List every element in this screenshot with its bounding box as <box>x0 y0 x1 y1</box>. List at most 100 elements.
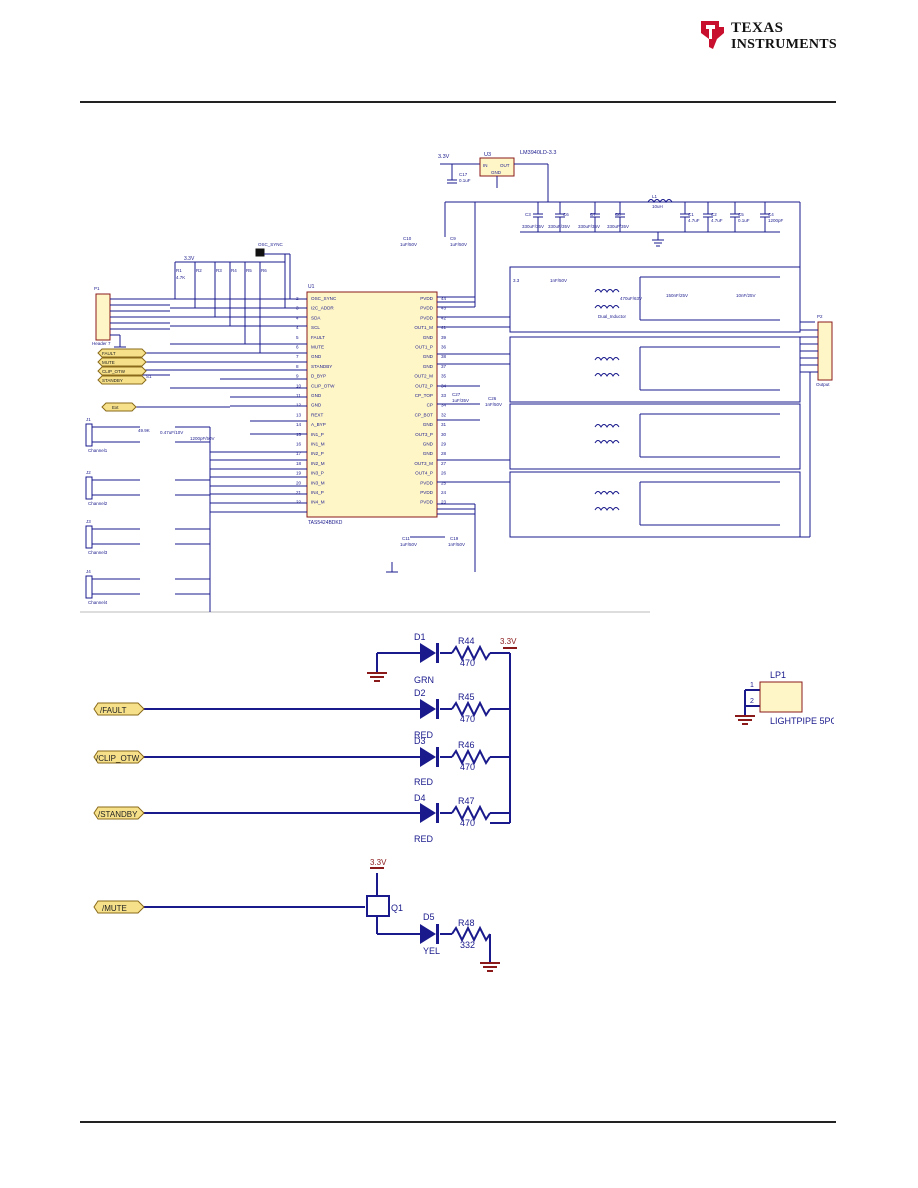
ic-right-pin-name: PVDD <box>420 315 433 320</box>
bulk-cap-row <box>520 202 780 247</box>
r48-ref: R48 <box>458 918 475 928</box>
ic-left-pin-name: IN4_P <box>311 490 324 495</box>
channel-label: Channel1 <box>88 448 108 453</box>
ic-right-pin-num: 26 <box>441 471 447 476</box>
d4-ref: D4 <box>414 793 426 803</box>
ic-left-pin-name: IN3_M <box>311 480 325 485</box>
filter-bulk-value: 470uF/63V <box>620 296 642 301</box>
filter-inductor: Dual_Inductor <box>598 314 627 319</box>
ic-right-pin-num: 39 <box>441 335 447 340</box>
cp-cap-ref: C27 <box>452 392 461 397</box>
logo-line2: INSTRUMENTS <box>731 37 837 52</box>
ic-left-pin-name: OSC_SYNC <box>311 296 337 301</box>
bulk-cap-val: 4.7uF <box>711 218 723 223</box>
ic-right-pin-num: 35 <box>441 374 447 379</box>
bulk-cap-ref: C7 <box>590 212 596 217</box>
pullup-ref: R2 <box>196 268 202 273</box>
ic-right-pin-num: 42 <box>441 315 447 320</box>
ic-right-pin-num: 29 <box>441 442 447 447</box>
r45-ref: R45 <box>458 692 475 702</box>
lightpipe-ref: LP1 <box>770 670 786 680</box>
channel-label: Channel4 <box>88 600 108 605</box>
cap-c9-ref: C9 <box>450 236 456 241</box>
supply-label: 3.3V <box>500 637 517 646</box>
ic-left-pin-name: IN1_P <box>311 432 324 437</box>
ldo-cap-val: 0.1uF <box>459 178 471 183</box>
left-flags <box>97 348 147 412</box>
ic-right-pin-num: 41 <box>441 325 447 330</box>
grounds <box>367 672 755 972</box>
ic-right-pin-num: 44 <box>441 296 447 301</box>
r47-value: 470 <box>460 818 475 828</box>
pullup-ref: R3 <box>216 268 222 273</box>
output-filter-2 <box>509 336 801 403</box>
ic-left-pin-num: 18 <box>296 461 302 466</box>
ic-right-pin-num: 31 <box>441 422 447 427</box>
r48-value: 332 <box>460 940 475 950</box>
pullup-supply: 3.3V <box>184 256 195 262</box>
r45-value: 470 <box>460 714 475 724</box>
ic-part: TAS5424BDKD <box>308 520 343 526</box>
ic-left-pin-num: 21 <box>296 490 302 495</box>
bulk-cap-val: 330uF/35V <box>548 224 570 229</box>
bot-cap-ref: C11 <box>402 536 410 541</box>
ic-right-pin-num: 23 <box>441 500 447 505</box>
cap-c10-val: 1uF/50V <box>400 242 417 247</box>
r47-ref: R47 <box>458 796 475 806</box>
bulk-cap-ref: C1 <box>688 212 694 217</box>
signal-mute: /MUTE <box>102 904 127 913</box>
ic-right-pin-name: OUT1_P <box>415 345 433 350</box>
cp-cap2-val: 1nF/50V <box>485 402 502 407</box>
flag-clip-otw: CLIP_OTW <box>102 369 126 374</box>
logo-line1: TEXAS <box>731 20 784 36</box>
pullup-value: 4.7K <box>176 275 185 280</box>
flag-mute: MUTE <box>102 360 115 365</box>
ic-right-pins <box>437 202 510 572</box>
regulator-in: IN <box>483 163 488 168</box>
d2-color: RED <box>414 730 434 740</box>
ic-right-pin-name: OUT3_M <box>414 461 433 466</box>
d1-color: GRN <box>414 675 434 685</box>
d3-ref: D3 <box>414 736 426 746</box>
ic-left-pin-num: 19 <box>296 471 302 476</box>
ic-right-pin-name: PVDD <box>420 490 433 495</box>
ic-right-pin-name: OUT2_P <box>415 383 433 388</box>
ic-left-pin-num: 17 <box>296 451 302 456</box>
flag-ext: Ext <box>112 405 119 410</box>
input-header-ref: P1 <box>94 286 100 291</box>
ic-left-pin-num: 13 <box>296 412 302 417</box>
bulk-cap-val: 330uF/35V <box>578 224 600 229</box>
lightpipe-pin2: 2 <box>750 698 754 705</box>
bottom-schematic-panel: /FAULT /CLIP_OTW /STANDBY /MUTE 3.3V 3.3… <box>80 628 844 976</box>
lightpipe-pin1: 1 <box>750 682 754 689</box>
pullup-ref: R4 <box>231 268 237 273</box>
output-header-label: Output <box>816 382 830 387</box>
sync-jumper-label: OSC_SYNC <box>258 242 284 247</box>
ic-right-pin-name: OUT3_P <box>415 432 433 437</box>
ic-left-pin-name: GND <box>311 393 322 398</box>
led-triangles <box>420 643 439 944</box>
cap-c9-val: 1uF/50V <box>450 242 467 247</box>
cap-c10-ref: C10 <box>403 236 412 241</box>
ic-left-pin-name: FAULT <box>311 335 325 340</box>
bulk-cap-ref: C6 <box>563 212 569 217</box>
filter-mid-value: 150nF/25V <box>666 293 688 298</box>
d5-color: YEL <box>423 946 440 956</box>
d3-color: RED <box>414 777 434 787</box>
ic-right-pin-name: OUT4_P <box>415 471 433 476</box>
r44-value: 470 <box>460 658 475 668</box>
top-schematic-panel: 3.3V U3 LM3940LD-3.3 IN OUT GND C17 0.1u… <box>80 142 834 614</box>
input-channels <box>90 426 211 612</box>
ic-left-pin-num: 15 <box>296 432 302 437</box>
ic-left-pin-name: D_BYP <box>311 374 326 379</box>
ic-left-pin-name: IN2_P <box>311 451 324 456</box>
q1-ref: Q1 <box>391 903 403 913</box>
signal-standby: /STANDBY <box>98 810 138 819</box>
jack-ref: J3 <box>86 519 91 524</box>
ic-left-pin-name: IN1_M <box>311 442 325 447</box>
ic-left-pin-name: IN2_M <box>311 461 325 466</box>
ic-left-pin-name: IN4_M <box>311 500 325 505</box>
ic-left-pin-name: I2C_ADDR <box>311 306 334 311</box>
ic-right-pin-name: PVDD <box>420 500 433 505</box>
ic-right-pin-name: CP <box>427 403 433 408</box>
